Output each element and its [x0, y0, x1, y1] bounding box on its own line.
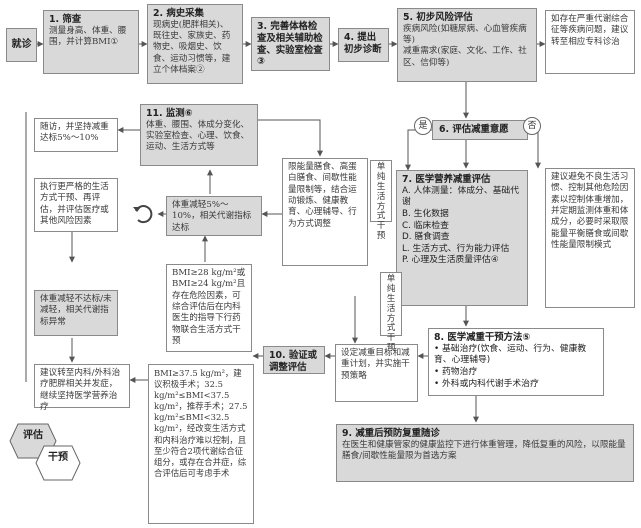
step-2-title: 2. 病史采集 [153, 8, 204, 19]
refresh-cycle-icon [133, 205, 153, 224]
step-7-item: C. 临床检查 [402, 220, 449, 231]
step-7-item: B. 生化数据 [402, 208, 449, 219]
yes-badge: 是 [414, 117, 432, 135]
step-1-title: 1. 筛查 [49, 14, 82, 25]
lifestyle-only-label-2: 单纯生活方式干预 [380, 272, 402, 353]
bmi-drug-criteria-box: BMI≥28 kg/m²或BMI≥24 kg/m²且存在危险因素，可综合评估后在… [166, 264, 252, 352]
step-5-risk: 5. 初步风险评估 疾病风险(如糖尿病、心血管疾病等) 减重需求(家庭、文化、工… [397, 8, 537, 82]
step-7-item: L. 生活方式、行为能力评估 [402, 243, 510, 254]
set-target-box: 设定减重目标和减重计划，并实施干预策略 [335, 344, 418, 402]
step-3-exams: 3. 完善体格检查及相关辅助检查、实验室检查③ [251, 17, 330, 71]
step-8-interventions: 8. 医学减重干预方法⑤ • 基础治疗(饮食、运动、行为、健康教育、心理辅导) … [428, 328, 604, 396]
diet-intervention-box: 限能量膳食、高蛋白膳食、间歇性能量限制等，结合运动锻炼、健康教育、心理辅导、行为… [282, 158, 368, 266]
step-8-item: • 药物治疗 [434, 366, 478, 377]
step-9-title: 9. 减重后预防复重随诊 [342, 428, 440, 439]
step-11-title: 11. 监测⑥ [146, 108, 193, 119]
step-7-title: 7. 医学营养减重评估 [402, 174, 491, 185]
step-5-note: 如存在严重代谢综合征等疾病问题，建议转至相应专科诊治 [545, 10, 635, 74]
step-2-history: 2. 病史采集 现病史(肥胖相关)、既往史、家族史、药物史、吸烟史、饮食、运动习… [147, 4, 243, 84]
step-2-text: 现病史(肥胖相关)、既往史、家族史、药物史、吸烟史、饮食、运动习惯等，建立个体档… [153, 19, 231, 76]
lifestyle-only-label-1: 单纯生活方式干预 [370, 160, 392, 241]
step-9-followup: 9. 减重后预防复重随诊 在医生和健康管家的健康监控下进行体重管理，降低复重的风… [336, 424, 634, 482]
step-1-screening: 1. 筛查 测量身高、体重、腰围，并计算BMI① [43, 10, 139, 74]
step-7-item: A. 人体测量：体成分、基础代谢 [402, 185, 520, 208]
no-badge: 否 [523, 117, 541, 135]
start-visit: 就诊 [6, 28, 37, 62]
step-11-monitoring: 11. 监测⑥ 体重、腰围、体成分变化、实验室检查、心理、饮食、运动、生活方式等 [140, 104, 258, 166]
refer-box: 建议转至内科/外科治疗肥胖相关并发症，继续坚持医学营养治疗 [34, 364, 130, 412]
step-7-item: P. 心理及生活质量评估④ [402, 255, 499, 266]
step-8-item: • 外科或内科代谢手术治疗 [434, 378, 539, 389]
step-9-text: 在医生和健康管家的健康监控下进行体重管理，降低复重的风险，以限能量膳食/间歇性能… [342, 439, 626, 462]
step-7-item: D. 膳食调查 [402, 232, 450, 243]
step-5-text: 疾病风险(如糖尿病、心血管疾病等) 减重需求(家庭、文化、工作、社区、信仰等) [403, 23, 527, 68]
bmi-surgery-criteria-box: BMI≥37.5 kg/m²，建议积极手术；32.5 kg/m²≤BMI<37.… [148, 364, 254, 524]
fail-box: 体重减轻不达标/未减轻，相关代谢指标异常 [34, 290, 118, 336]
strict-intervention-box: 执行更严格的生活方式干预、再评估，并评估医疗或其他风险因素 [34, 178, 118, 232]
step-8-title: 8. 医学减重干预方法⑤ [434, 332, 531, 343]
step-11-text: 体重、腰围、体成分变化、实验室检查、心理、饮食、运动、生活方式等 [146, 119, 250, 153]
step-6-willingness: 6. 评估减重意愿 [432, 120, 528, 140]
step-1-text: 测量身高、体重、腰围，并计算BMI① [49, 25, 127, 48]
step-7-mnt-assessment: 7. 医学营养减重评估 A. 人体测量：体成分、基础代谢 B. 生化数据 C. … [396, 170, 528, 306]
success-box: 体重减轻5%～10%，相关代谢指标达标 [166, 196, 262, 236]
step-10-verify: 10. 验证或调整评估 [263, 346, 325, 374]
step-7-note: 建议避免不良生活习惯、控制其他危险因素以控制体重增加，并定期监测体重和体成分，必… [545, 168, 635, 308]
step-5-title: 5. 初步风险评估 [403, 12, 473, 23]
step-8-item: • 基础治疗(饮食、运动、行为、健康教育、心理辅导) [434, 343, 587, 366]
legend-intervene: 干预 [48, 452, 68, 463]
step-4-diagnosis: 4. 提出初步诊断 [338, 28, 389, 62]
legend-assess: 评估 [23, 430, 43, 441]
followup-box: 随访，并坚持减重达标5%～10% [34, 118, 118, 152]
